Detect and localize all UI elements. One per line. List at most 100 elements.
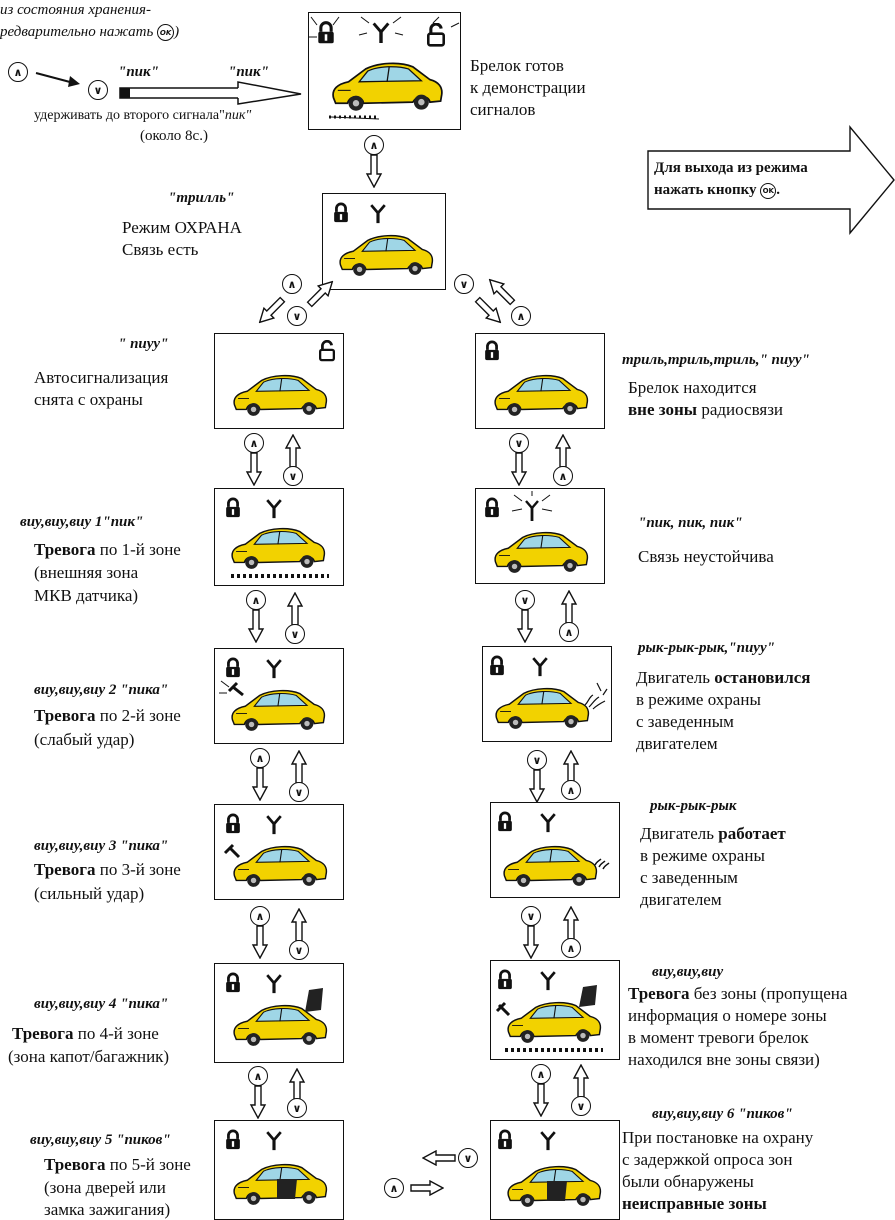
demo-line1: Брелок готов <box>470 56 564 75</box>
hollow-arrow-down-icon <box>516 609 534 643</box>
running-line3: двигателем <box>640 890 722 909</box>
nozone-screen <box>490 960 620 1060</box>
hollow-arrow-down-icon <box>528 769 546 803</box>
down-button-icon: ∨ <box>454 274 474 294</box>
zone2-line1: (слабый удар) <box>34 730 135 749</box>
weak-line1: Связь неустойчива <box>638 547 774 566</box>
stopped-line3: двигателем <box>636 734 718 753</box>
hollow-arrow-down-icon <box>251 925 269 959</box>
armed-line2: Связь есть <box>122 240 199 259</box>
hollow-arrow-down-icon <box>247 609 265 643</box>
down-button-icon: ∨ <box>88 80 108 100</box>
hold-arrow-icon <box>119 81 302 105</box>
nozone-line1: информация о номере зоны <box>628 1006 827 1025</box>
car-icon <box>227 683 327 735</box>
pik-label-2: "пик" <box>228 64 269 80</box>
lock-icon <box>497 969 513 991</box>
antenna-icon <box>265 1129 283 1151</box>
lock-icon <box>484 497 500 519</box>
zone2-screen <box>214 648 344 744</box>
up-button-icon: ∧ <box>364 135 384 155</box>
hollow-arrow-up-icon <box>284 434 302 468</box>
nozone-sound: виу,виу,виу <box>652 964 724 980</box>
stopped-line2: с заведенным <box>636 712 734 731</box>
armed-sound: "трилль" <box>168 190 235 206</box>
lock-icon <box>225 1129 241 1151</box>
running-sound: рык-рык-рык <box>650 798 737 814</box>
lock-icon <box>497 1129 513 1151</box>
out-screen <box>475 333 605 429</box>
up-button-icon: ∧ <box>511 306 531 326</box>
zone-perimeter-icon <box>231 574 329 578</box>
stopped-line1: в режиме охраны <box>636 690 761 709</box>
zone3-line1: (сильный удар) <box>34 884 145 903</box>
up-button-icon: ∧ <box>246 590 266 610</box>
up-button-icon: ∧ <box>244 433 264 453</box>
down-button-icon: ∨ <box>458 1148 478 1168</box>
hollow-arrow-up-icon <box>562 906 580 940</box>
lock-icon <box>225 497 241 519</box>
hollow-arrow-up-icon <box>554 434 572 468</box>
up-button-icon: ∧ <box>384 1178 404 1198</box>
running-line1: в режиме охраны <box>640 846 765 865</box>
antenna-icon <box>539 811 557 833</box>
antenna-icon <box>265 657 283 679</box>
disarmed-sound: " пиуу" <box>118 336 169 352</box>
car-icon <box>227 521 327 573</box>
nozone-line0: Тревога без зоны (пропущена <box>628 984 848 1003</box>
door-icon <box>277 1179 297 1199</box>
hollow-arrow-up-icon <box>290 908 308 942</box>
hollow-arrow-down-icon <box>522 925 540 959</box>
zone3-screen <box>214 804 344 900</box>
hollow-arrow-up-icon <box>290 750 308 784</box>
car-icon <box>229 368 329 420</box>
disarmed-line1: Автосигнализация <box>34 368 169 387</box>
hollow-arrow-down-icon <box>365 154 383 188</box>
down-button-icon: ∨ <box>515 590 535 610</box>
ok-button-icon: OK <box>760 182 777 199</box>
car-icon <box>229 839 329 891</box>
up-button-icon: ∧ <box>250 906 270 926</box>
car-icon <box>490 525 590 577</box>
zone1-line1: (внешняя зона <box>34 563 139 582</box>
out-line1: Брелок находится <box>628 378 757 397</box>
intro-line1: из состояния хранения- <box>0 2 151 18</box>
hollow-arrow-up-icon <box>288 1068 306 1102</box>
armed-line1: Режим ОХРАНА <box>122 218 242 237</box>
down-button-icon: ∨ <box>289 940 309 960</box>
intro-line2: редварительно нажать OK) <box>0 24 180 42</box>
car-icon <box>490 368 590 420</box>
zone5-alarm: Тревога по 5-й зоне <box>44 1155 191 1174</box>
demo-line2: к демонстрации <box>470 78 586 97</box>
faulty-line2: с задержкой опроса зон <box>622 1150 793 1169</box>
hollow-arrow-down-icon <box>510 452 528 486</box>
hollow-arrow-downleft-icon <box>254 294 288 328</box>
antenna-icon <box>265 972 283 994</box>
hammer-icon <box>219 680 244 697</box>
running-line0: Двигатель работает <box>640 824 786 843</box>
pik-label-1: "пик" <box>118 64 159 80</box>
nozone-line3: находился вне зоны связи) <box>628 1050 820 1069</box>
faulty-line3: были обнаружены <box>622 1172 754 1191</box>
zone4-screen <box>214 963 344 1063</box>
faulty-bold: неисправные зоны <box>622 1194 767 1213</box>
weak-screen <box>475 488 605 584</box>
lock-icon <box>225 813 241 835</box>
down-button-icon: ∨ <box>287 1098 307 1118</box>
hollow-arrow-upleft-icon <box>484 274 518 308</box>
nozone-line2: в момент тревоги брелок <box>628 1028 809 1047</box>
zone-perimeter-icon <box>505 1048 603 1052</box>
lock-icon <box>497 811 513 833</box>
car-icon <box>491 681 591 733</box>
hollow-arrow-up-icon <box>572 1064 590 1098</box>
exhaust-icon <box>594 858 610 870</box>
faulty-screen <box>490 1120 620 1220</box>
weak-sound: "пик, пик, пик" <box>638 515 743 531</box>
disarmed-screen <box>214 333 344 429</box>
down-button-icon: ∨ <box>285 624 305 644</box>
stopped-sound: рык-рык-рык,"пиуу" <box>638 640 775 656</box>
demo-screen <box>308 12 461 130</box>
hollow-arrow-down-icon <box>249 1085 267 1119</box>
lock-icon <box>489 655 505 677</box>
hollow-arrow-right-icon <box>410 1180 444 1196</box>
